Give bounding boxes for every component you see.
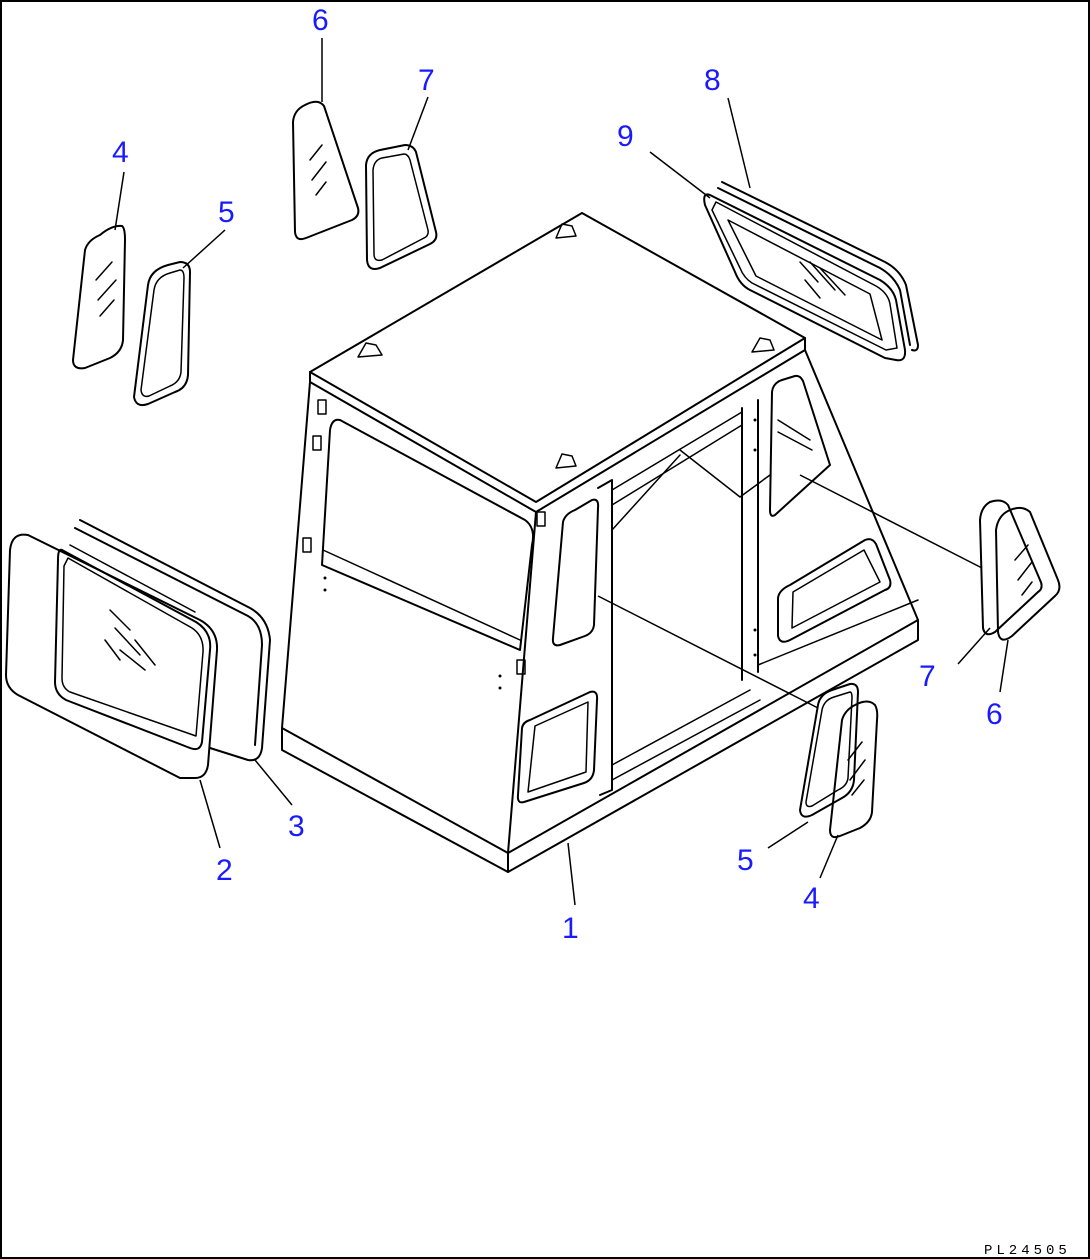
weatherstrip-7-right	[979, 499, 1043, 636]
callout-2: 2	[216, 854, 233, 887]
callout-4-lower: 4	[803, 882, 820, 915]
weatherstrip-front	[54, 519, 271, 762]
callout-6-upper: 6	[312, 4, 329, 37]
glass-6-top	[292, 100, 360, 241]
weatherstrip-9-rear	[703, 193, 907, 362]
callout-5-lower: 5	[737, 844, 754, 877]
callout-8: 8	[704, 64, 721, 97]
callout-7-right: 7	[919, 660, 936, 693]
callout-9: 9	[617, 120, 634, 153]
callout-1: 1	[562, 912, 579, 945]
glass-4-upper-left	[72, 224, 126, 370]
weatherstrip-5-lower-right	[799, 682, 859, 818]
glass-4-lower-right	[829, 700, 879, 839]
glass-6-right	[995, 506, 1061, 641]
weatherstrip-7-top	[365, 144, 438, 270]
callout-3: 3	[288, 810, 305, 843]
weatherstrip-5-upper-left	[133, 261, 191, 407]
callout-7-upper: 7	[418, 64, 435, 97]
glass-8-rear	[717, 181, 919, 352]
glass-front-large	[5, 533, 219, 779]
cab-body	[281, 212, 919, 873]
callout-6-right: 6	[986, 698, 1003, 731]
callout-4-upper: 4	[112, 136, 129, 169]
leader-lines	[114, 38, 1009, 906]
callout-5-upper: 5	[218, 196, 235, 229]
drawing-code: PL24505	[984, 1243, 1071, 1259]
